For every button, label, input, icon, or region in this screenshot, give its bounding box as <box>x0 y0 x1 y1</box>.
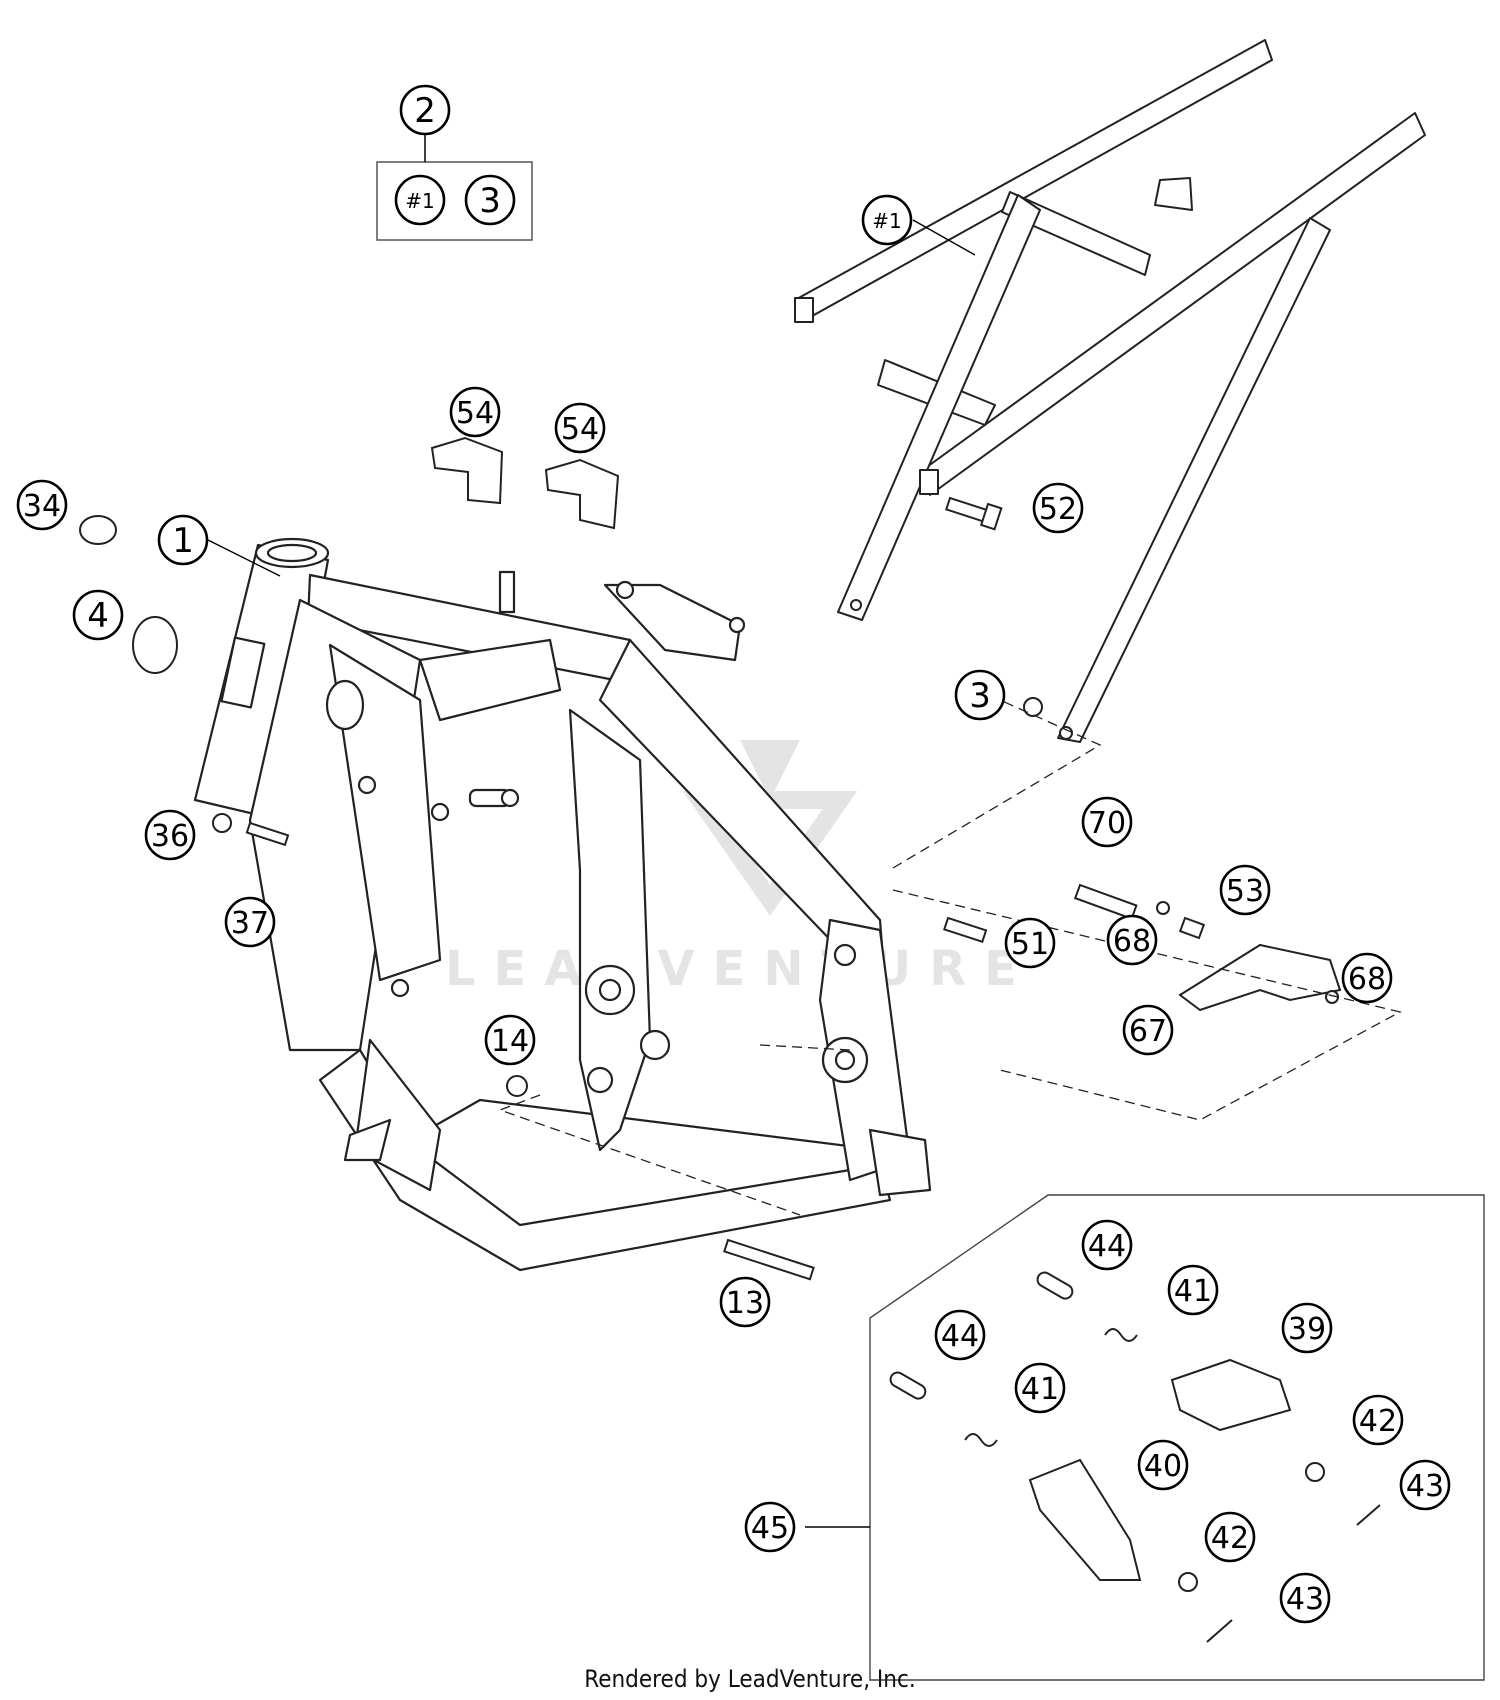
svg-text:3: 3 <box>969 676 991 716</box>
callout-41b: 41 <box>1014 1362 1066 1414</box>
part-41-spring-a <box>1104 1328 1138 1342</box>
svg-text:37: 37 <box>231 906 269 941</box>
callout-14: 14 <box>484 1014 536 1066</box>
rear-subframe <box>794 39 1426 743</box>
svg-text:14: 14 <box>491 1024 529 1059</box>
svg-text:41: 41 <box>1021 1372 1059 1407</box>
svg-text:51: 51 <box>1011 927 1049 962</box>
callout-44b: 44 <box>934 1309 986 1361</box>
frame-protector-stickers <box>430 436 620 530</box>
svg-text:54: 54 <box>456 396 494 431</box>
callout-3: 3 <box>954 669 1006 721</box>
footpeg-kit-box <box>805 1194 1485 1681</box>
svg-text:43: 43 <box>1406 1469 1444 1504</box>
part-34-clip <box>79 515 117 545</box>
callout-68b: 68 <box>1341 952 1393 1004</box>
part-68-washer-a <box>1156 901 1170 915</box>
svg-text:44: 44 <box>1088 1229 1126 1264</box>
callout-70: 70 <box>1081 796 1133 848</box>
part-3-nut <box>1023 697 1043 717</box>
callout-54a: 54 <box>449 386 501 438</box>
part-4-cap <box>132 616 178 674</box>
callout-37: 37 <box>224 896 276 948</box>
part-67-guard <box>1178 943 1342 1012</box>
callout-44a: 44 <box>1081 1219 1133 1271</box>
part-43-cotter-b <box>1206 1619 1233 1643</box>
part-44-pin-b <box>889 1371 927 1400</box>
callout-41a: 41 <box>1167 1264 1219 1316</box>
callout-51: 51 <box>1004 917 1056 969</box>
callouts: 2 #1 3 #1 54 54 34 1 4 52 3 70 53 68 51 … <box>16 84 1451 1624</box>
part-70-bolt <box>1073 883 1138 920</box>
callout-2: 2 <box>399 84 451 136</box>
callout-42a: 42 <box>1352 1394 1404 1446</box>
callout-45: 45 <box>744 1501 796 1553</box>
leader-lines <box>207 219 976 577</box>
callout-40: 40 <box>1137 1439 1189 1491</box>
part-42-washer-a <box>1305 1462 1325 1482</box>
svg-text:45: 45 <box>751 1511 789 1546</box>
svg-text:34: 34 <box>23 489 61 524</box>
callout-68a: 68 <box>1106 914 1158 966</box>
callout-36: 36 <box>144 809 196 861</box>
part-42-washer-b <box>1178 1572 1198 1592</box>
kit-group-box <box>376 134 533 241</box>
callout-subframe-1: #1 <box>861 194 913 246</box>
callout-42b: 42 <box>1204 1511 1256 1563</box>
part-36-nut <box>212 813 232 833</box>
callout-54b: 54 <box>554 402 606 454</box>
main-frame <box>193 537 932 1272</box>
callout-52: 52 <box>1032 482 1084 534</box>
svg-text:4: 4 <box>87 596 109 636</box>
callout-set-1: #1 <box>394 174 446 226</box>
svg-text:2: 2 <box>414 91 436 131</box>
svg-text:1: 1 <box>172 521 194 561</box>
footpeg-parts <box>889 1271 1381 1643</box>
part-37-screw <box>245 821 290 847</box>
svg-text:40: 40 <box>1144 1449 1182 1484</box>
svg-text:68: 68 <box>1348 962 1386 997</box>
svg-text:#1: #1 <box>872 209 901 233</box>
part-13-bolt <box>723 1238 815 1281</box>
callout-13: 13 <box>719 1276 771 1328</box>
callout-53: 53 <box>1219 864 1271 916</box>
bolt-52 <box>945 496 1003 531</box>
svg-text:44: 44 <box>941 1319 979 1354</box>
svg-text:42: 42 <box>1211 1521 1249 1556</box>
svg-text:53: 53 <box>1226 874 1264 909</box>
part-40-footpeg <box>1028 1458 1142 1581</box>
part-39-footpeg <box>1170 1358 1292 1432</box>
svg-text:67: 67 <box>1129 1014 1167 1049</box>
callout-43b: 43 <box>1279 1572 1331 1624</box>
callout-67: 67 <box>1122 1004 1174 1056</box>
svg-text:13: 13 <box>726 1286 764 1321</box>
svg-text:41: 41 <box>1174 1274 1212 1309</box>
callout-34: 34 <box>16 479 68 531</box>
callout-39: 39 <box>1281 1302 1333 1354</box>
callout-4: 4 <box>72 589 124 641</box>
svg-text:43: 43 <box>1286 1582 1324 1617</box>
watermark-text: LEADVENTURE <box>445 941 1035 997</box>
svg-text:54: 54 <box>561 412 599 447</box>
part-14-nut <box>506 1075 528 1097</box>
svg-text:70: 70 <box>1088 806 1126 841</box>
hardware <box>79 515 1342 1281</box>
svg-text:36: 36 <box>151 819 189 854</box>
svg-text:39: 39 <box>1288 1312 1326 1347</box>
part-44-pin-a <box>1036 1271 1074 1300</box>
callout-43a: 43 <box>1399 1459 1451 1511</box>
footer-credit: Rendered by LeadVenture, Inc. <box>584 1665 916 1693</box>
svg-text:68: 68 <box>1113 924 1151 959</box>
callout-set-3: 3 <box>464 174 516 226</box>
part-53-bushing <box>1178 916 1206 940</box>
svg-text:42: 42 <box>1359 1404 1397 1439</box>
svg-text:#1: #1 <box>405 189 434 213</box>
part-41-spring-b <box>964 1433 998 1447</box>
callout-1: 1 <box>157 514 209 566</box>
part-51-bolt <box>943 916 988 944</box>
svg-text:3: 3 <box>479 181 501 221</box>
svg-text:52: 52 <box>1039 492 1077 527</box>
part-43-cotter-a <box>1356 1504 1381 1526</box>
